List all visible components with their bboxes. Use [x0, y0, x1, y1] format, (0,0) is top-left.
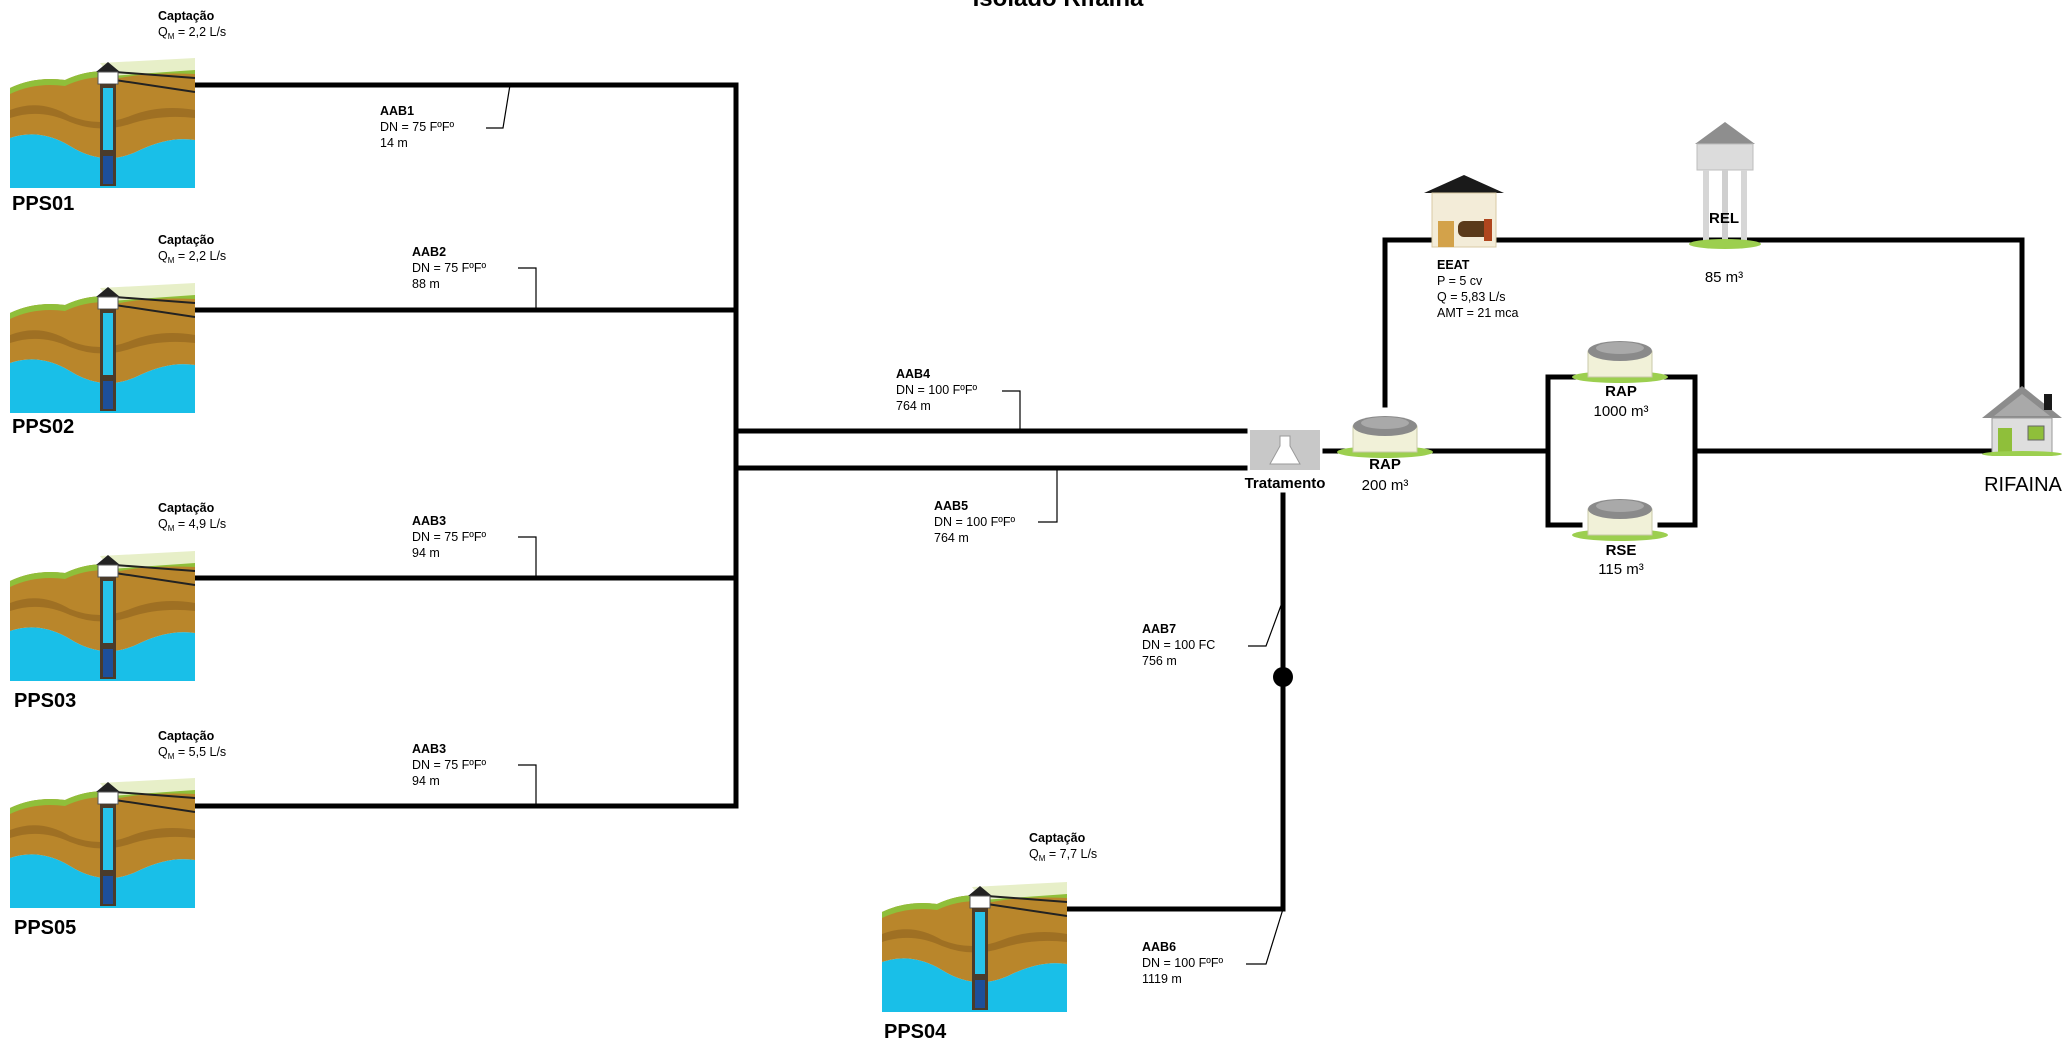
pipe-label-aab6: AAB6 DN = 100 FºFº 1119 m	[1142, 940, 1223, 986]
pipe-label-aab2: AAB2 DN = 75 FºFº 88 m	[412, 245, 487, 291]
capture-flow: QM = 7,7 L/s	[1029, 847, 1097, 863]
pipe-label-aab1: AAB1 DN = 75 FºFº 14 m	[380, 104, 455, 150]
reservoir-rel: REL 85 m³	[1688, 122, 1762, 286]
reservoir-volume: 1000 m³	[1593, 403, 1648, 420]
svg-text:94 m: 94 m	[412, 546, 440, 560]
svg-text:DN = 100 FºFº: DN = 100 FºFº	[896, 383, 977, 397]
svg-text:AAB3: AAB3	[412, 742, 446, 756]
svg-text:DN = 100 FC: DN = 100 FC	[1142, 638, 1215, 652]
pipe-label-aab3-pps05: AAB3 DN = 75 FºFº 94 m	[412, 742, 487, 788]
svg-text:764 m: 764 m	[896, 399, 931, 413]
pipe-label-aab5: AAB5 DN = 100 FºFº 764 m	[934, 499, 1015, 545]
capture-flow: QM = 2,2 L/s	[158, 249, 226, 265]
capture-label: Captação	[158, 233, 215, 247]
well-icon	[10, 283, 195, 413]
pipe-label-aab3-pps03: AAB3 DN = 75 FºFº 94 m	[412, 514, 487, 560]
treatment-label: Tratamento	[1245, 475, 1326, 492]
pump-house-icon	[1424, 175, 1504, 248]
reservoir-label: RAP	[1605, 383, 1637, 400]
svg-text:AAB3: AAB3	[412, 514, 446, 528]
svg-text:DN = 75 FºFº: DN = 75 FºFº	[412, 758, 487, 772]
city-rifaina: RIFAINA	[1982, 386, 2063, 496]
flask-icon	[1250, 430, 1320, 470]
eeat-label: EEAT	[1437, 258, 1470, 272]
well-pps02: PPS02 Captação QM = 2,2 L/s	[10, 233, 226, 438]
pipe-network	[187, 82, 2025, 912]
reservoir-label: REL	[1709, 210, 1739, 227]
svg-text:756 m: 756 m	[1142, 654, 1177, 668]
well-label: PPS02	[12, 416, 74, 438]
well-icon	[10, 58, 195, 188]
leader-lines	[486, 84, 1284, 965]
svg-text:AAB7: AAB7	[1142, 622, 1176, 636]
well-pps05: PPS05 Captação QM = 5,5 L/s	[10, 729, 226, 939]
svg-text:DN = 100 FºFº: DN = 100 FºFº	[1142, 956, 1223, 970]
well-label: PPS05	[14, 917, 76, 939]
svg-text:DN = 75 FºFº: DN = 75 FºFº	[412, 530, 487, 544]
reservoir-volume: 85 m³	[1705, 269, 1743, 286]
well-label: PPS01	[12, 193, 74, 215]
capture-label: Captação	[1029, 831, 1086, 845]
pump-station-eeat: EEAT P = 5 cv Q = 5,83 L/s AMT = 21 mca	[1424, 175, 1518, 320]
reservoir-volume: 200 m³	[1362, 477, 1409, 494]
tank-icon	[1571, 340, 1669, 384]
well-icon	[10, 778, 195, 908]
eeat-head: AMT = 21 mca	[1437, 306, 1518, 320]
well-label: PPS03	[14, 690, 76, 712]
treatment-station: Tratamento	[1245, 430, 1326, 492]
reservoir-label: RSE	[1606, 542, 1637, 559]
capture-flow: QM = 5,5 L/s	[158, 745, 226, 761]
well-icon	[10, 551, 195, 681]
tank-icon	[1571, 498, 1669, 542]
svg-text:764 m: 764 m	[934, 531, 969, 545]
capture-label: Captação	[158, 501, 215, 515]
eeat-power: P = 5 cv	[1437, 274, 1483, 288]
well-pps03: PPS03 Captação QM = 4,9 L/s	[10, 501, 226, 712]
reservoir-label: RAP	[1369, 456, 1401, 473]
svg-text:14 m: 14 m	[380, 136, 408, 150]
svg-text:88 m: 88 m	[412, 277, 440, 291]
reservoir-rap-1000: RAP 1000 m³	[1571, 340, 1669, 420]
reservoir-volume: 115 m³	[1598, 561, 1644, 578]
svg-text:1119 m: 1119 m	[1142, 972, 1182, 986]
svg-text:DN = 75 FºFº: DN = 75 FºFº	[380, 120, 455, 134]
eeat-flow: Q = 5,83 L/s	[1437, 290, 1505, 304]
well-icon	[882, 882, 1067, 1012]
pipe-label-aab7: AAB7 DN = 100 FC 756 m	[1142, 622, 1215, 668]
svg-text:AAB2: AAB2	[412, 245, 446, 259]
well-pps04: PPS04 Captação QM = 7,7 L/s	[882, 831, 1097, 1038]
well-label: PPS04	[884, 1021, 947, 1038]
capture-flow: QM = 2,2 L/s	[158, 25, 226, 41]
diagram-title: Isolado Rifaina	[973, 0, 1144, 12]
svg-text:94 m: 94 m	[412, 774, 440, 788]
svg-text:AAB4: AAB4	[896, 367, 930, 381]
svg-text:AAB6: AAB6	[1142, 940, 1176, 954]
well-pps01: PPS01 Captação QM = 2,2 L/s	[10, 9, 226, 215]
svg-text:DN = 100 FºFº: DN = 100 FºFº	[934, 515, 1015, 529]
svg-text:AAB1: AAB1	[380, 104, 414, 118]
elevated-tank-icon	[1688, 122, 1762, 250]
reservoir-rap-200: RAP 200 m³	[1336, 415, 1434, 494]
svg-text:AAB5: AAB5	[934, 499, 968, 513]
capture-flow: QM = 4,9 L/s	[158, 517, 226, 533]
svg-text:DN = 75 FºFº: DN = 75 FºFº	[412, 261, 487, 275]
capture-label: Captação	[158, 729, 215, 743]
house-icon	[1982, 386, 2062, 456]
city-label: RIFAINA	[1984, 474, 2062, 496]
capture-label: Captação	[158, 9, 215, 23]
reservoir-rse: RSE 115 m³	[1571, 498, 1669, 578]
tank-icon	[1336, 415, 1434, 459]
pipe-label-aab4: AAB4 DN = 100 FºFº 764 m	[896, 367, 977, 413]
junction-node	[1273, 667, 1293, 687]
